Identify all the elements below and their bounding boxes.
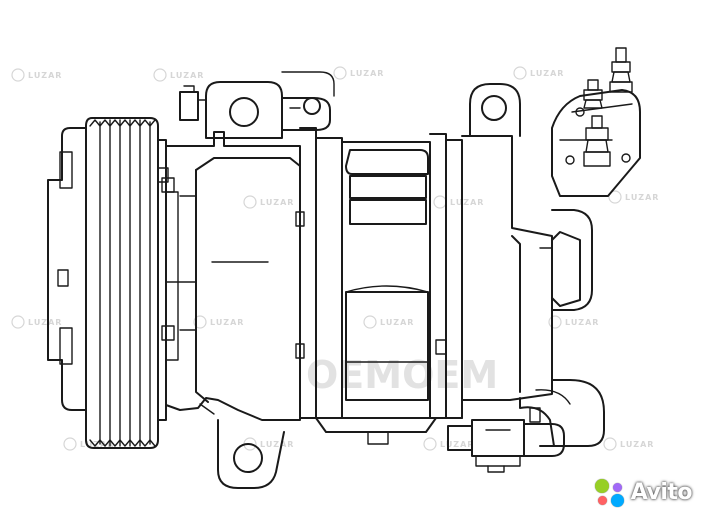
cylinder-block <box>295 127 463 445</box>
rear-housing <box>447 83 605 473</box>
avito-dot-blue <box>610 494 624 507</box>
svg-text:LUZAR: LUZAR <box>625 193 659 202</box>
svg-text:LUZAR: LUZAR <box>350 69 384 78</box>
avito-wordmark: Avito <box>630 479 693 505</box>
stud-1 <box>609 47 633 93</box>
svg-text:LUZAR: LUZAR <box>210 318 244 327</box>
stud-3 <box>583 115 611 167</box>
avito-dot-green <box>594 479 609 493</box>
watermark-center: OEMOEM <box>306 353 498 397</box>
svg-text:LUZAR: LUZAR <box>260 198 294 207</box>
svg-text:LUZAR: LUZAR <box>260 440 294 449</box>
avito-dot-red <box>597 496 607 505</box>
watermark-grid: LUZAR LUZAR LUZAR LUZAR LUZAR LUZAR LUZA… <box>11 66 659 451</box>
avito-dot-purple <box>612 483 622 492</box>
svg-text:LUZAR: LUZAR <box>170 71 204 80</box>
pulley <box>47 117 197 449</box>
avito-dots-icon <box>593 477 627 507</box>
stud-2 <box>583 79 603 109</box>
refrigerant-ports <box>551 47 641 197</box>
svg-text:LUZAR: LUZAR <box>530 69 564 78</box>
svg-text:OEMOEM: OEMOEM <box>306 353 498 397</box>
svg-text:LUZAR: LUZAR <box>380 318 414 327</box>
svg-text:LUZAR: LUZAR <box>28 71 62 80</box>
avito-logo: Avito <box>593 477 693 507</box>
svg-text:LUZAR: LUZAR <box>620 440 654 449</box>
svg-text:LUZAR: LUZAR <box>28 318 62 327</box>
front-housing <box>157 71 335 489</box>
svg-text:LUZAR: LUZAR <box>450 198 484 207</box>
svg-text:LUZAR: LUZAR <box>565 318 599 327</box>
svg-text:LUZAR: LUZAR <box>440 440 474 449</box>
